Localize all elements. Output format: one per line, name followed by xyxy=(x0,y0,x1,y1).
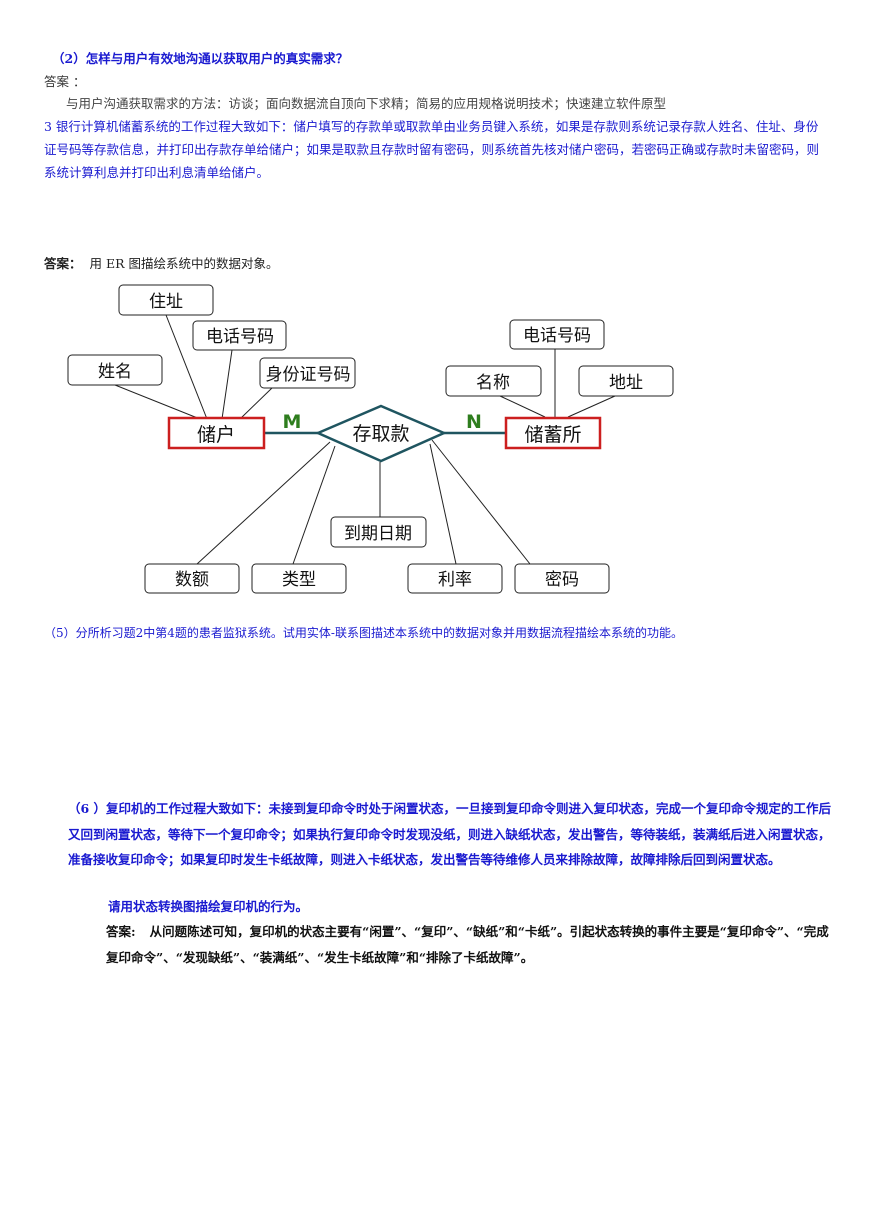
entity-label: 储蓄所 xyxy=(524,424,581,446)
attr-label: 身份证号码 xyxy=(266,365,351,385)
attr-due-date: 到期日期 xyxy=(330,516,427,548)
attr-label: 名称 xyxy=(476,373,510,393)
relationship-label: 存取款 xyxy=(352,423,409,445)
connector-amount xyxy=(196,441,331,565)
cardinality-m: M xyxy=(283,411,302,433)
attr-phone-left: 电话号码 xyxy=(192,320,287,351)
attr-label: 类型 xyxy=(282,570,316,590)
attr-id-left: 身份证号码 xyxy=(259,357,356,389)
question-2-answer-label: 答案 ： xyxy=(44,74,86,89)
relationship-deposit-withdraw: 存取款 xyxy=(314,404,448,463)
attr-label: 住址 xyxy=(149,292,183,312)
attr-amount: 数额 xyxy=(144,563,240,594)
attr-label: 数额 xyxy=(175,570,209,590)
cardinality-n: N xyxy=(466,411,482,433)
question-3-text: 3 银行计算机储蓄系统的工作过程大致如下：储户填写的存款单或取款单由业务员键入系… xyxy=(44,119,820,180)
entity-savings-office: 储蓄所 xyxy=(504,416,602,450)
connector-id-left xyxy=(239,387,273,420)
connector-password xyxy=(431,439,531,565)
er-connectors xyxy=(114,314,616,565)
question-6-answer: 答案:从问题陈述可知，复印机的状态主要有“闲置”、“复印”、“缺纸”和“卡纸”。… xyxy=(106,919,838,970)
attr-password: 密码 xyxy=(514,563,610,594)
attr-label: 利率 xyxy=(438,570,472,590)
question-2-title: （2）怎样与用户有效地沟通以获取用户的真实需求？ xyxy=(52,51,349,66)
connector-name-right xyxy=(499,395,546,418)
connector-phone-left xyxy=(221,349,233,420)
attr-phone-right: 电话号码 xyxy=(509,319,605,350)
question-6-text: （6 ）复印机的工作过程大致如下：未接到复印命令时处于闲置状态，一旦接到复印命令… xyxy=(68,801,832,867)
attr-rate: 利率 xyxy=(407,563,503,594)
attr-label: 电话号码 xyxy=(523,326,591,346)
question-6-answer-label: 答案: xyxy=(106,924,136,939)
connector-type xyxy=(292,445,336,565)
er-answer-label: 答案： xyxy=(44,256,82,271)
er-diagram: 住址 电话号码 姓名 身份证号码 电话号码 名称 地址 到期日期 数额 类型 利… xyxy=(67,284,674,594)
attr-address-right: 地址 xyxy=(578,365,674,397)
attr-label: 地址 xyxy=(609,373,643,393)
attr-type: 类型 xyxy=(251,563,347,594)
entity-depositor: 储户 xyxy=(167,416,266,450)
connector-name-left xyxy=(114,384,201,420)
question-2-answer-text: 与用户沟通获取需求的方法：访谈；面向数据流自顶向下求精；简易的应用规格说明技术；… xyxy=(66,96,667,111)
entity-label: 储户 xyxy=(197,424,235,446)
attr-address-left: 住址 xyxy=(118,284,214,316)
question-5-text: （5）分所析习题2中第4题的患者监狱系统。试用实体-联系图描述本系统中的数据对象… xyxy=(44,626,683,640)
connector-address-left xyxy=(165,314,208,420)
attr-label: 到期日期 xyxy=(344,524,412,544)
attr-label: 密码 xyxy=(545,570,579,590)
attr-label: 电话号码 xyxy=(206,327,274,347)
attr-name-left: 姓名 xyxy=(67,354,163,386)
er-answer-text: 用 ER 图描绘系统中的数据对象。 xyxy=(89,256,279,271)
connector-rate xyxy=(429,443,457,565)
attr-label: 姓名 xyxy=(98,362,132,382)
attr-name-right: 名称 xyxy=(445,365,542,397)
connector-address-right xyxy=(567,395,616,418)
question-6-subquestion: 请用状态转换图描绘复印机的行为。 xyxy=(108,899,309,914)
question-6-answer-text: 从问题陈述可知，复印机的状态主要有“闲置”、“复印”、“缺纸”和“卡纸”。引起状… xyxy=(106,924,829,965)
er-answer: 答案： 用 ER 图描绘系统中的数据对象。 xyxy=(44,253,279,272)
